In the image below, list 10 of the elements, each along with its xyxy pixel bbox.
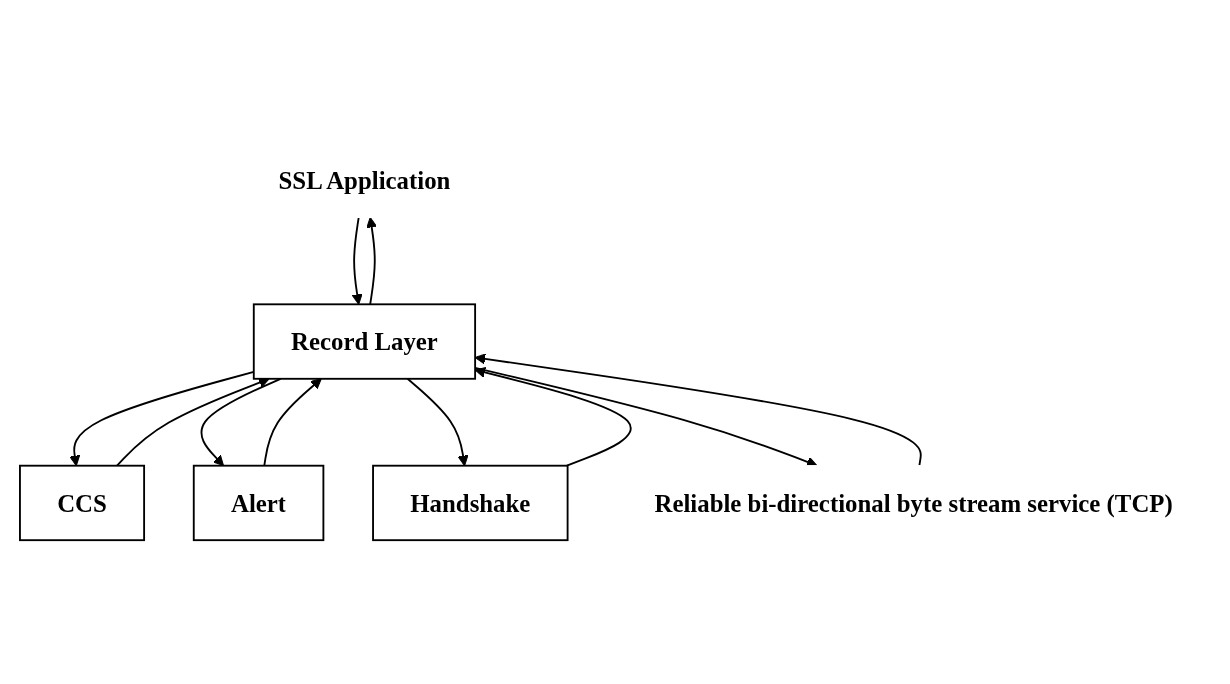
node-box: Record Layer: [252, 303, 477, 381]
node-text: SSL Application: [278, 166, 451, 195]
arrow: [406, 378, 469, 467]
arrow: [366, 217, 378, 306]
node-text: Reliable bi-directional byte stream service (TCP): [654, 489, 1173, 518]
node-box: CCS: [19, 465, 146, 542]
node-box: Handshake: [372, 465, 569, 542]
node-box: Alert: [192, 465, 325, 542]
arrow: [351, 216, 363, 306]
arrow: [263, 378, 322, 468]
